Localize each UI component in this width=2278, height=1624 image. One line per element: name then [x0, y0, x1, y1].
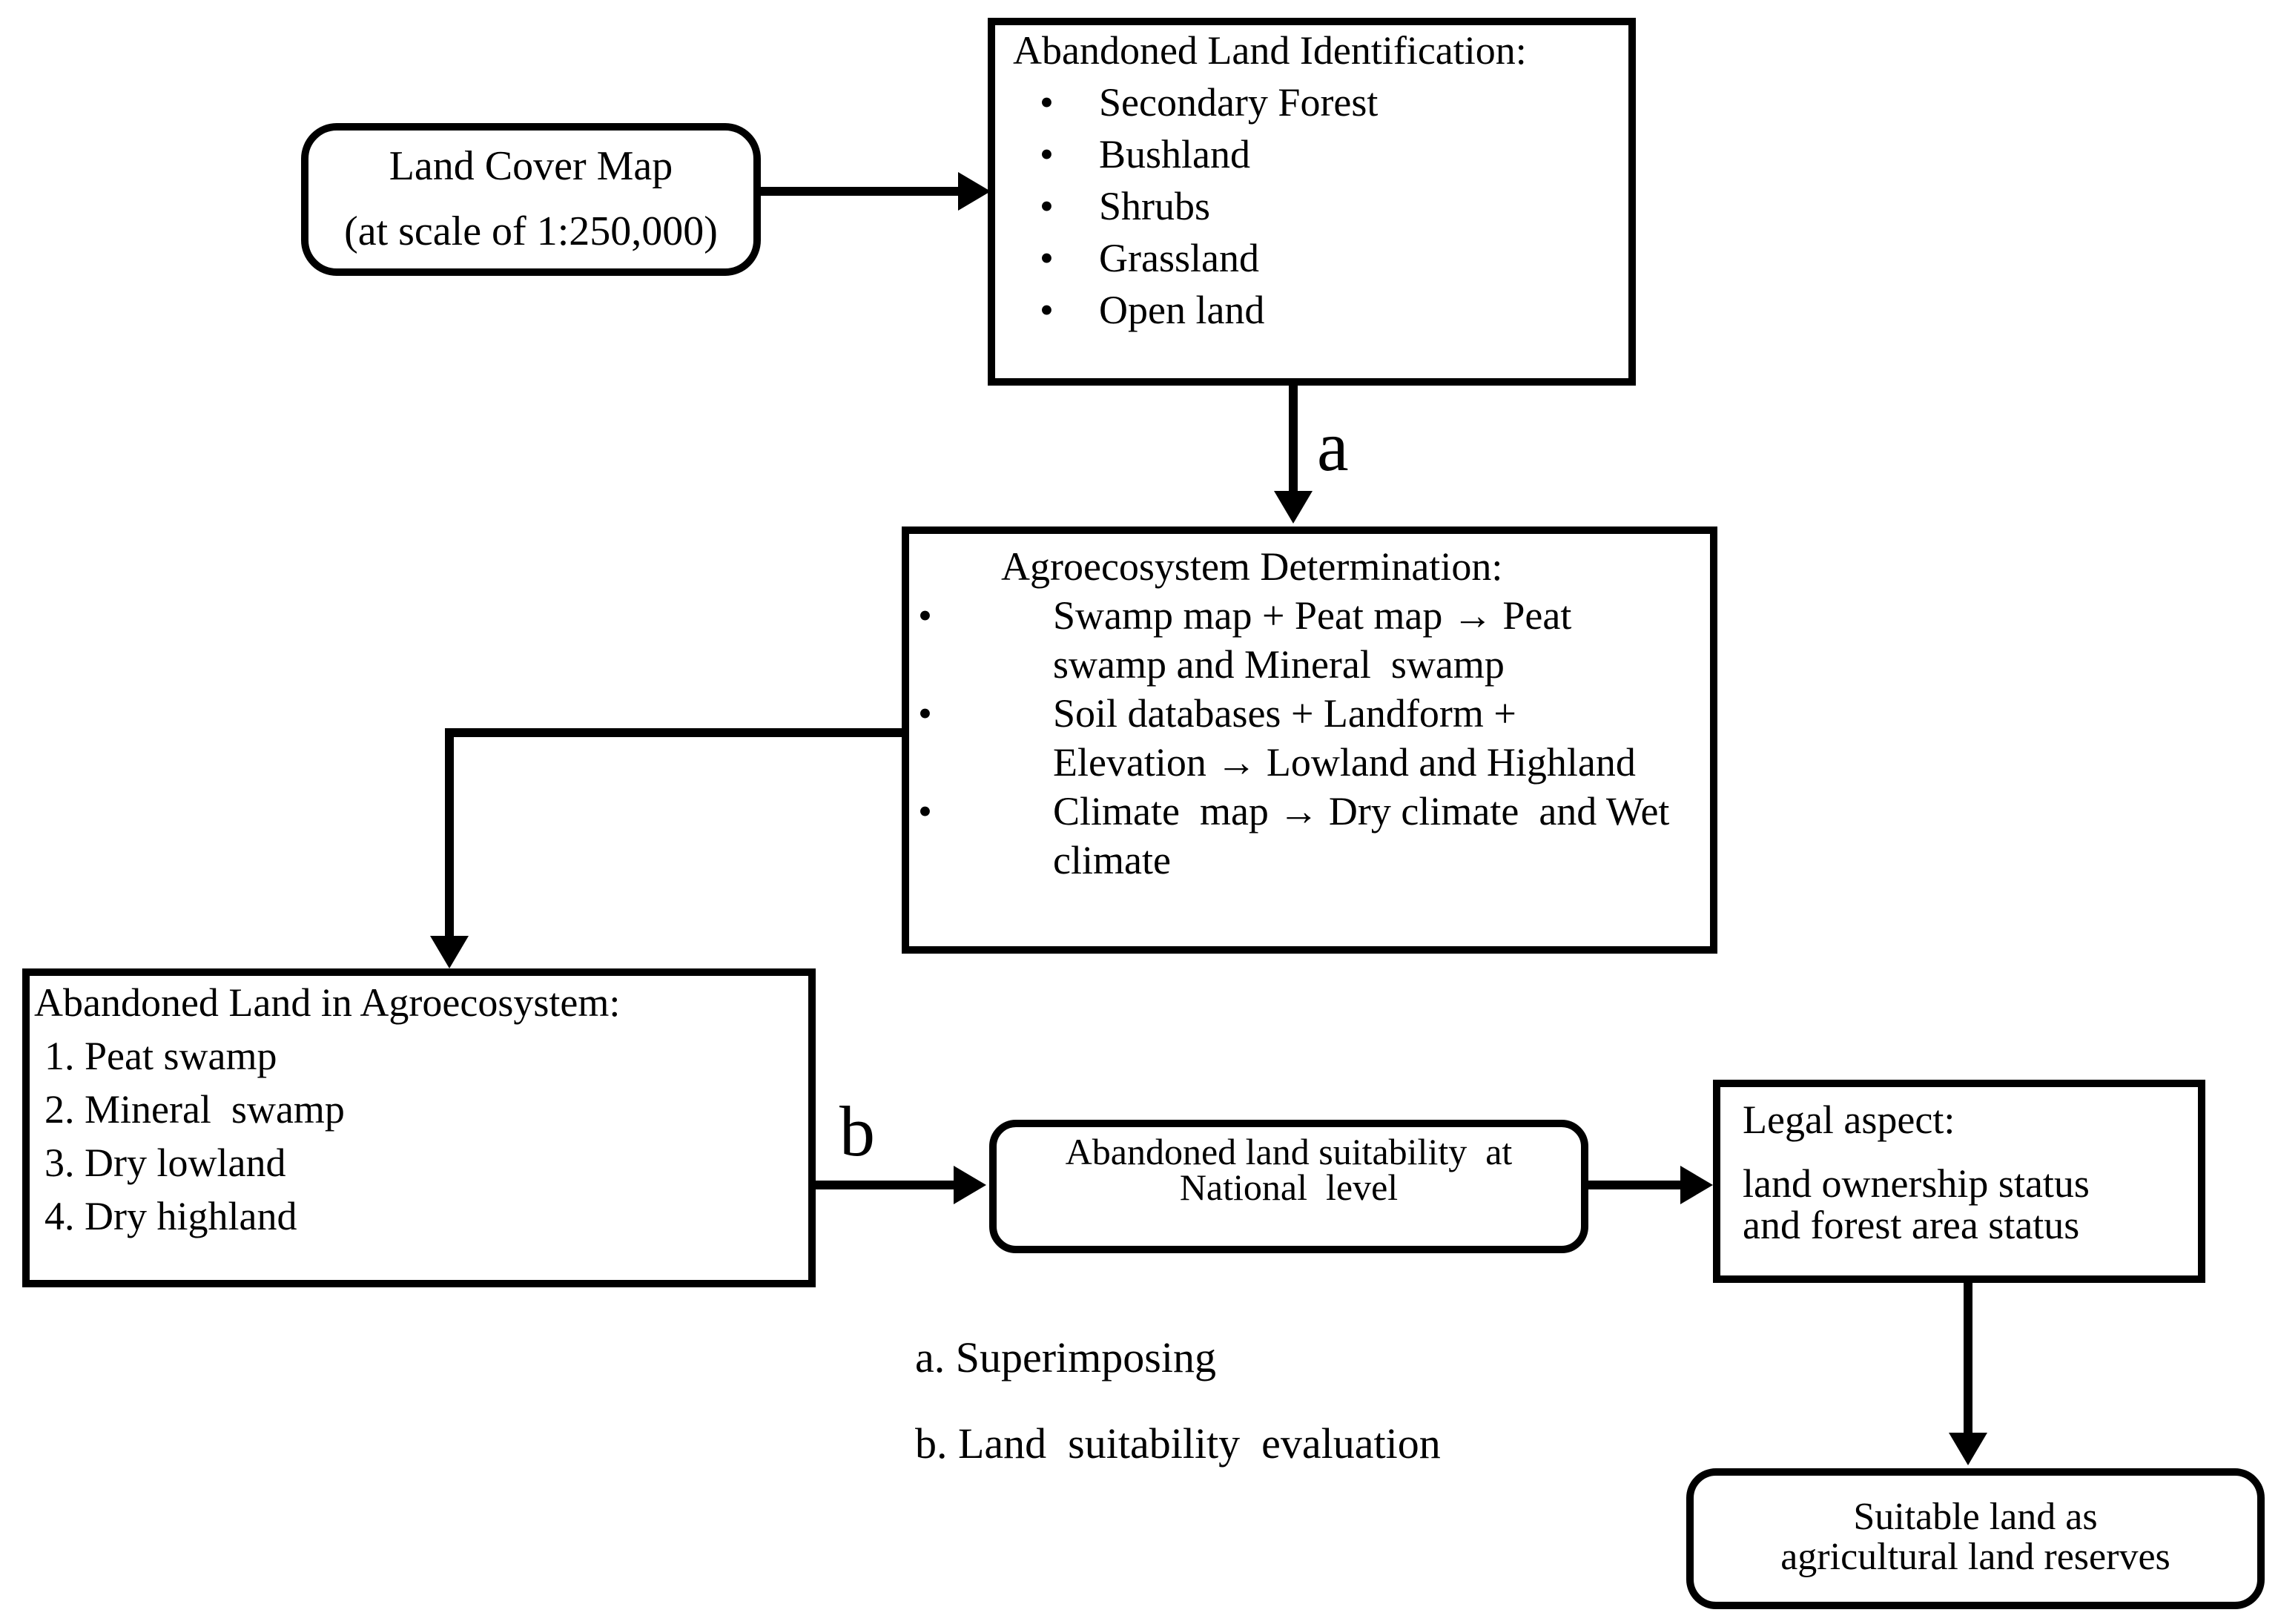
list-item: • Swamp map + Peat map → Peat swamp and …: [918, 593, 1572, 687]
bullet-icon: •: [918, 691, 932, 736]
node-land-cover-map: Land Cover Map (at scale of 1:250,000): [301, 123, 761, 276]
bullet-icon: •: [1040, 184, 1054, 228]
arrow-legal-to-suitable-head: [1949, 1433, 1987, 1465]
suitability-line-2: National level: [1179, 1169, 1399, 1209]
node-abandoned-land-in-agroecosystem: Abandoned Land in Agroecosystem: 1. Peat…: [22, 968, 816, 1287]
arrow-suitability-to-legal-head: [1680, 1166, 1713, 1204]
suitable-line-1: Suitable land as: [1853, 1495, 2098, 1538]
legend-item-b: b. Land suitability evaluation: [915, 1421, 1441, 1468]
legal-line-1: land ownership status: [1743, 1161, 2090, 1206]
suitability-line-1: Abandoned land suitability at: [1065, 1133, 1513, 1173]
arrow-legal-to-suitable-shaft: [1964, 1283, 1972, 1439]
arrow-landcover-to-identification-shaft: [761, 187, 968, 196]
list-item: • Climate map → Dry climate and Wet clim…: [918, 789, 1670, 882]
bullet-icon: •: [1040, 132, 1054, 176]
node-agroecosystem-determination: Agroecosystem Determination: • Swamp map…: [902, 527, 1717, 954]
connector-agroecosystem-to-abandoned-horizontal: [445, 728, 902, 737]
suitable-line-2: agricultural land reserves: [1780, 1535, 2170, 1578]
arrow-landcover-to-identification-head: [958, 172, 991, 211]
edge-label-b: b: [839, 1093, 875, 1172]
connector-agroecosystem-to-abandoned-head: [430, 936, 469, 968]
connector-agroecosystem-to-abandoned-vertical: [445, 728, 454, 939]
bullet-icon: •: [918, 789, 932, 834]
bullet-icon: •: [1040, 80, 1054, 125]
land-cover-line-2: (at scale of 1:250,000): [344, 208, 718, 254]
arrow-identification-to-agroecosystem-shaft: [1289, 386, 1298, 497]
list-item: •Open land: [995, 285, 1628, 337]
legal-title: Legal aspect:: [1743, 1097, 1955, 1142]
list-item: • Soil databases + Landform + Elevation …: [918, 691, 1636, 785]
bullet-icon: •: [918, 593, 932, 638]
list-item: 2. Mineral swamp: [44, 1087, 345, 1132]
list-item: •Shrubs: [995, 181, 1628, 233]
land-cover-line-1: Land Cover Map: [389, 143, 673, 189]
list-item: •Secondary Forest: [995, 77, 1628, 129]
list-item: 3. Dry lowland: [44, 1141, 286, 1185]
node-suitable-land-reserves: Suitable land as agricultural land reser…: [1686, 1468, 2265, 1609]
node-abandoned-land-identification: Abandoned Land Identification: •Secondar…: [988, 18, 1636, 386]
bullet-icon: •: [1040, 288, 1054, 332]
list-item: 1. Peat swamp: [44, 1034, 277, 1078]
legend-item-a: a. Superimposing: [915, 1335, 1216, 1382]
abandoned-title: Abandoned Land in Agroecosystem:: [34, 980, 621, 1025]
list-item: •Bushland: [995, 129, 1628, 181]
agroecosystem-title: Agroecosystem Determination:: [1001, 544, 1503, 589]
edge-label-a: a: [1317, 408, 1349, 486]
bullet-icon: •: [1040, 236, 1054, 280]
legal-line-2: and forest area status: [1743, 1203, 2080, 1247]
arrow-abandoned-to-suitability-head: [954, 1166, 986, 1204]
node-legal-aspect: Legal aspect: land ownership status and …: [1713, 1080, 2205, 1283]
list-item: 4. Dry highland: [44, 1194, 297, 1238]
identification-title: Abandoned Land Identification:: [1013, 28, 1527, 73]
list-item: •Grassland: [995, 233, 1628, 285]
arrow-identification-to-agroecosystem-head: [1274, 491, 1313, 524]
arrow-abandoned-to-suitability-shaft: [816, 1181, 964, 1189]
arrow-suitability-to-legal-shaft: [1588, 1181, 1692, 1189]
node-suitability-national-level: Abandoned land suitability at National l…: [989, 1120, 1588, 1253]
